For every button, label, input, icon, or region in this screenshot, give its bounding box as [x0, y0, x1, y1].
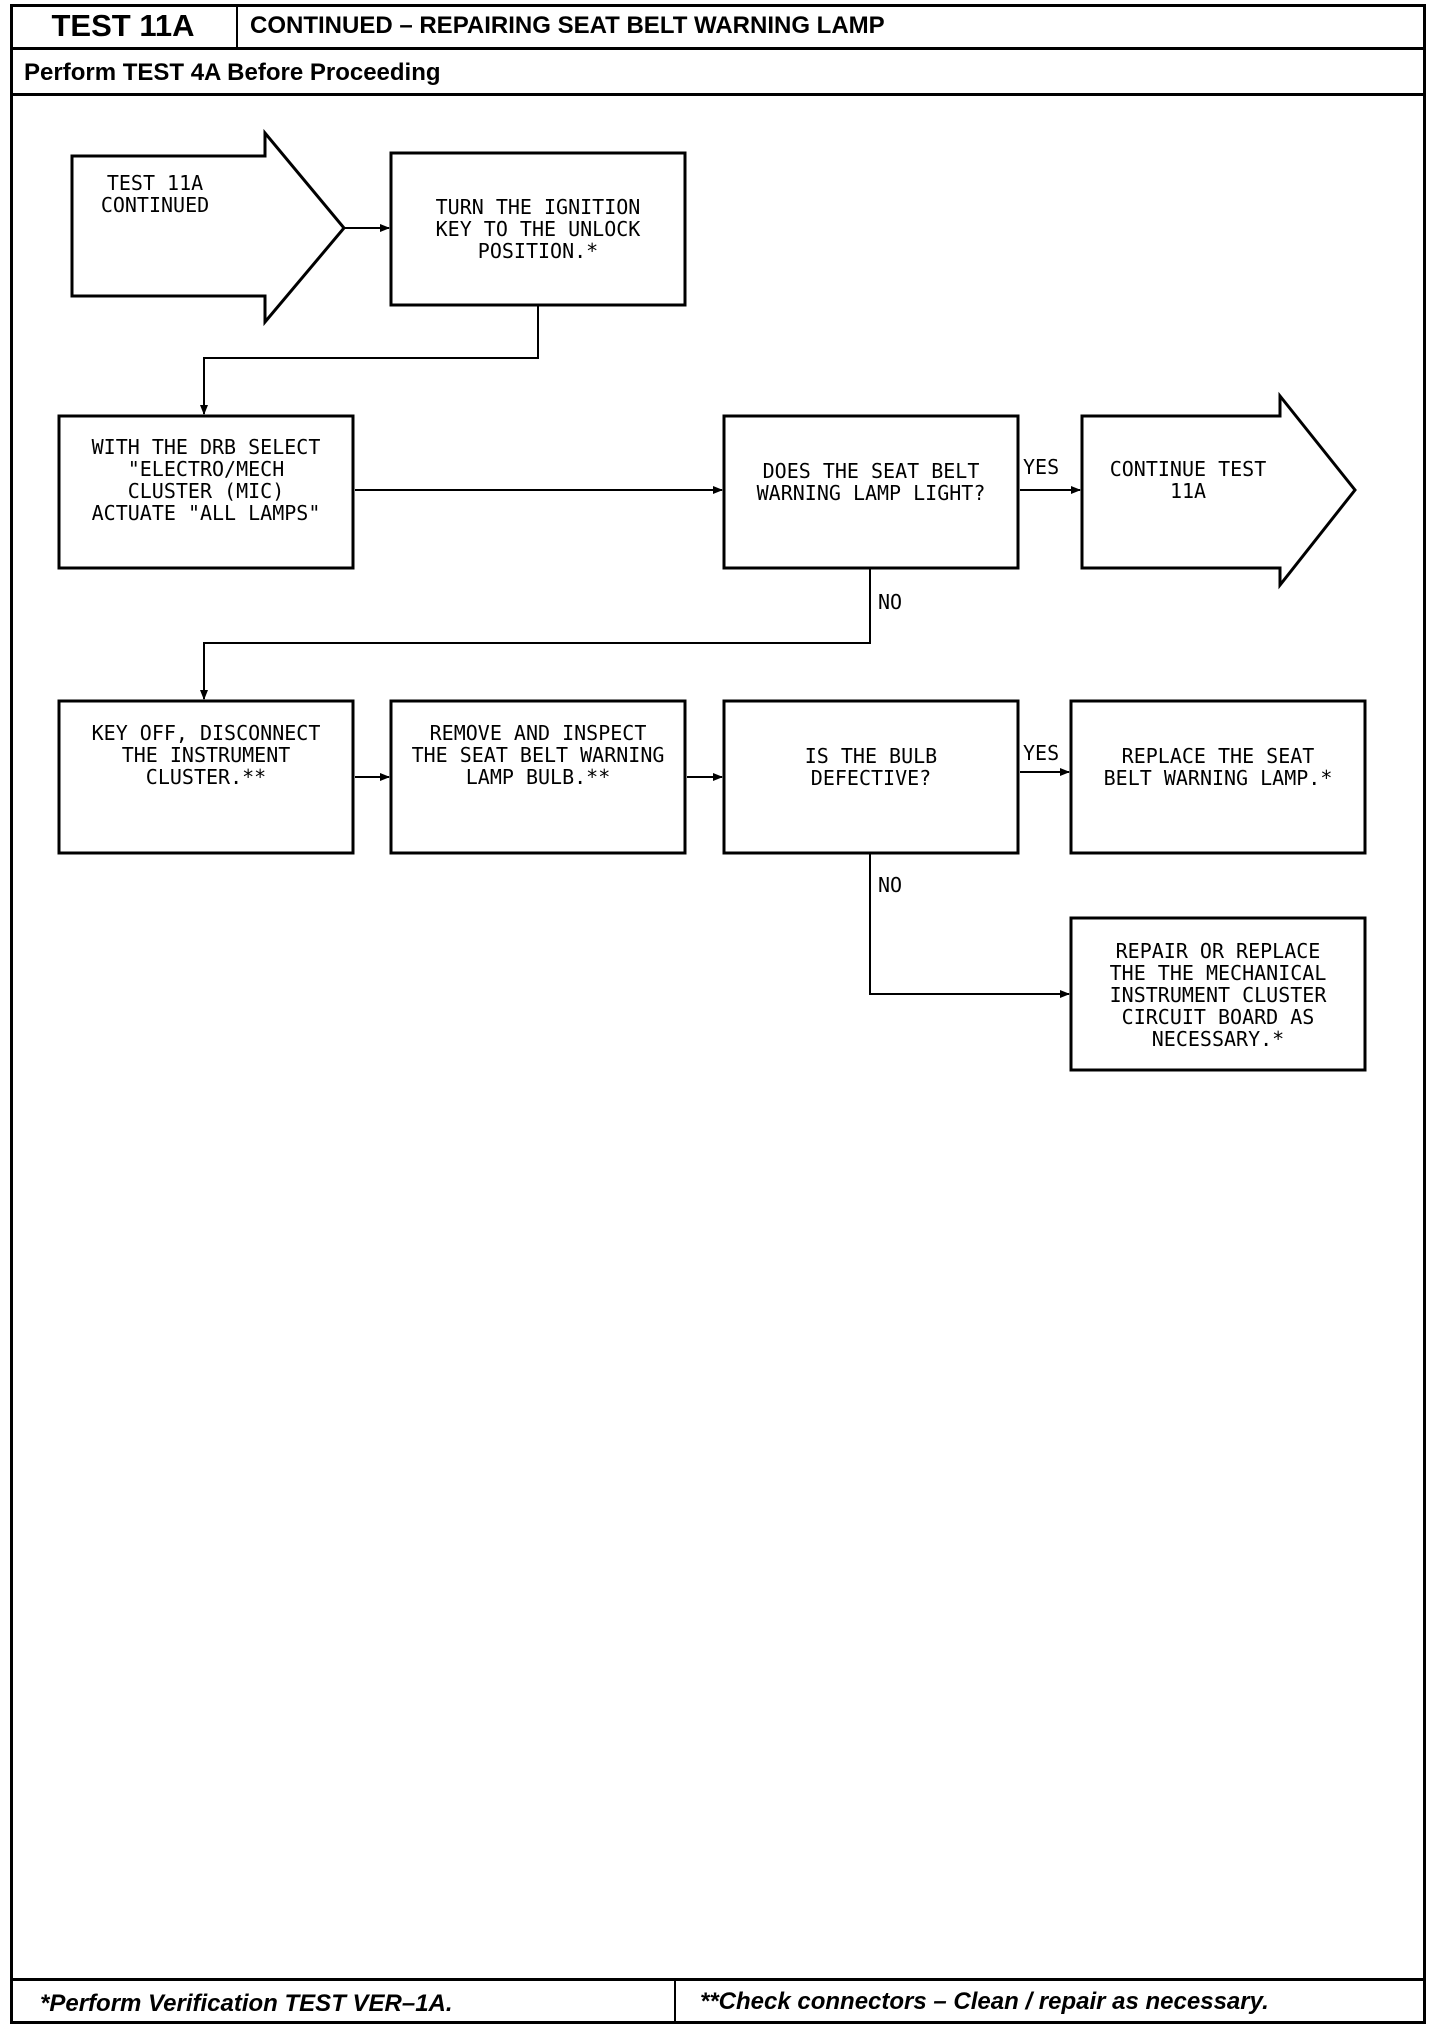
test-label: TEST 11A: [10, 4, 238, 47]
node-text-line: KEY OFF, DISCONNECT: [92, 721, 321, 745]
node-text-line: CONTINUE TEST: [1110, 457, 1267, 481]
node-text-line: CONTINUED: [101, 193, 209, 217]
node-text-line: THE INSTRUMENT: [122, 743, 291, 767]
edge-turn-key-to-drb: [200, 305, 539, 415]
node-text-line: NECESSARY.*: [1152, 1027, 1284, 1051]
inspect-bulb-box: [389, 699, 687, 855]
node-text-line: 11A: [1170, 479, 1206, 503]
edge-label-no-lamp: NO: [878, 590, 902, 614]
footer-bar: *Perform Verification TEST VER–1A. **Che…: [10, 1978, 1426, 2024]
footer-verification-note: *Perform Verification TEST VER–1A.: [40, 1990, 453, 2017]
node-text-line: CIRCUIT BOARD AS: [1122, 1005, 1315, 1029]
node-text-line: THE THE MECHANICAL: [1110, 961, 1327, 985]
node-text-line: KEY TO THE UNLOCK: [436, 217, 641, 241]
node-text-line: REPAIR OR REPLACE: [1116, 939, 1321, 963]
node-text-line: IS THE BULB: [805, 744, 937, 768]
node-text-line: "ELECTRO/MECH: [128, 457, 285, 481]
edge-bulb-no-to-repair: [869, 853, 1070, 998]
continue-arrow-shape: [1080, 391, 1357, 590]
subheader-bar: Perform TEST 4A Before Proceeding: [10, 50, 1426, 96]
page-frame: [10, 4, 1426, 2024]
node-text-line: POSITION.*: [478, 239, 598, 263]
node-text-line: BELT WARNING LAMP.*: [1104, 766, 1333, 790]
repair-board-box: [1069, 916, 1367, 1072]
drb-select-box: [57, 414, 355, 570]
header-bar: TEST 11A CONTINUED – REPAIRING SEAT BELT…: [10, 4, 1426, 50]
edge-label-yes-bulb: YES: [1023, 741, 1059, 765]
node-text-line: THE SEAT BELT WARNING: [412, 743, 665, 767]
footer-divider: [674, 1981, 676, 2024]
node-text-line: ACTUATE "ALL LAMPS": [92, 501, 321, 525]
start-arrow-shape: [70, 128, 346, 327]
prerequisite-note: Perform TEST 4A Before Proceeding: [24, 59, 441, 86]
key-off-box: [57, 699, 355, 855]
edge-lamp-no-to-key-off: [200, 568, 871, 700]
node-text-line: INSTRUMENT CLUSTER: [1110, 983, 1328, 1007]
page-title: CONTINUED – REPAIRING SEAT BELT WARNING …: [250, 12, 885, 39]
node-text-line: REPLACE THE SEAT: [1122, 744, 1315, 768]
replace-lamp-box: [1069, 699, 1367, 855]
edge-label-yes-lamp: YES: [1023, 455, 1059, 479]
edge-label-no-bulb: NO: [878, 873, 902, 897]
node-text-line: DOES THE SEAT BELT: [763, 459, 980, 483]
node-text-line: REMOVE AND INSPECT: [430, 721, 647, 745]
node-text-line: DEFECTIVE?: [811, 766, 931, 790]
node-text-line: LAMP BULB.**: [466, 765, 611, 789]
node-text-line: TEST 11A: [107, 171, 203, 195]
node-text-line: CLUSTER.**: [146, 765, 266, 789]
node-text-line: WITH THE DRB SELECT: [92, 435, 321, 459]
footer-connectors-note: **Check connectors – Clean / repair as n…: [700, 1988, 1269, 2015]
node-text-line: WARNING LAMP LIGHT?: [757, 481, 986, 505]
node-text-line: TURN THE IGNITION: [436, 195, 641, 219]
node-text-line: CLUSTER (MIC): [128, 479, 285, 503]
